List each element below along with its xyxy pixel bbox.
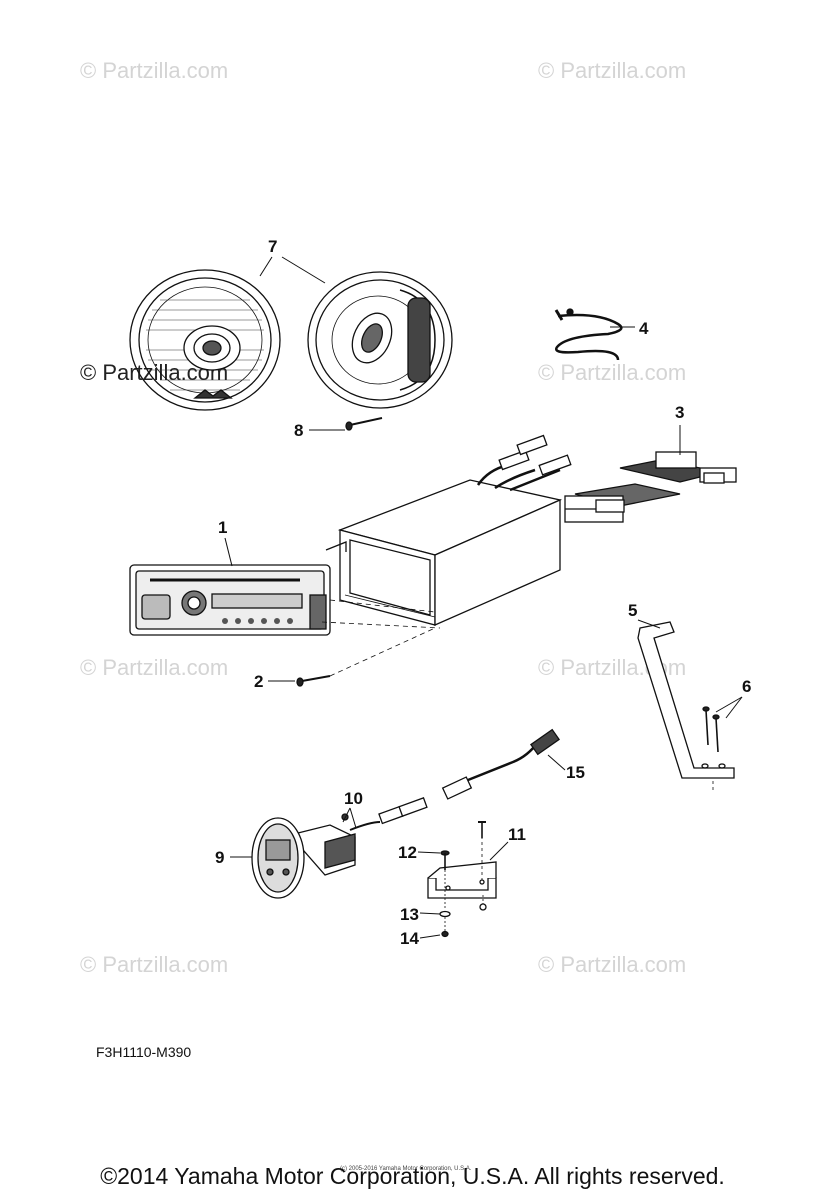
bracket: [637, 621, 735, 790]
wiring-harness: [564, 451, 737, 523]
callout-1: 1: [218, 518, 227, 537]
diagram-code: F3H1110-M390: [96, 1044, 192, 1060]
screw-12: [440, 850, 450, 908]
mounting-sleeve: [325, 434, 572, 626]
bracket-screws: [702, 706, 720, 753]
callout-3: 3: [675, 403, 684, 422]
watermark: © Partzilla.com: [80, 58, 229, 83]
copyright-notice: ©2014 Yamaha Motor Corporation, U.S.A. A…: [100, 1163, 725, 1189]
speaker: [307, 271, 453, 409]
small-print: (c) 2005-2016 Yamaha Motor Corporation, …: [340, 1166, 472, 1172]
callout-2: 2: [254, 672, 263, 691]
callout-14: 14: [400, 929, 419, 948]
callout-7: 7: [268, 237, 277, 256]
watermark: © Partzilla.com: [80, 952, 229, 977]
antenna-wire: [554, 308, 623, 361]
nut: [441, 917, 449, 938]
callout-12: 12: [398, 843, 417, 862]
callout-5: 5: [628, 601, 637, 620]
callout-15: 15: [566, 763, 585, 782]
callout-11: 11: [508, 825, 526, 844]
screw: [345, 417, 383, 431]
watermark: © Partzilla.com: [80, 655, 229, 680]
watermark: © Partzilla.com: [538, 360, 687, 385]
mounting-screw: [296, 627, 436, 687]
usb-cable: [441, 728, 560, 800]
callout-9: 9: [215, 848, 224, 867]
small-bracket: [427, 821, 497, 911]
callout-6: 6: [742, 677, 751, 696]
speaker-grille: [129, 269, 281, 411]
stereo-receiver: [129, 564, 441, 636]
washer: [439, 910, 451, 918]
callout-13: 13: [400, 905, 419, 924]
watermark: © Partzilla.com: [538, 58, 687, 83]
callout-10: 10: [344, 789, 363, 808]
callout-8: 8: [294, 421, 303, 440]
watermark: © Partzilla.com: [538, 952, 687, 977]
callout-4: 4: [639, 319, 649, 338]
